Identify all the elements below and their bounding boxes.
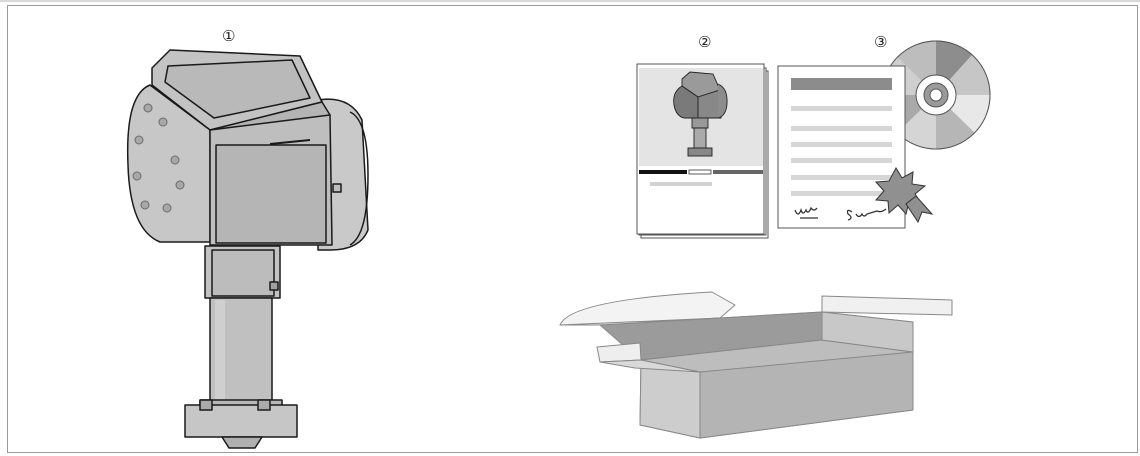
packaging-box [559, 291, 953, 439]
figure-frame [7, 5, 1138, 453]
certificate-document [777, 65, 934, 229]
device-illustration [126, 49, 369, 449]
callout-device: ① [222, 27, 236, 45]
top-edge [0, 0, 1140, 2]
callout-manual: ② [698, 33, 712, 51]
cd-rom [881, 40, 991, 150]
quick-start-manual [636, 63, 769, 239]
callout-certificate-cd: ③ [874, 33, 888, 51]
